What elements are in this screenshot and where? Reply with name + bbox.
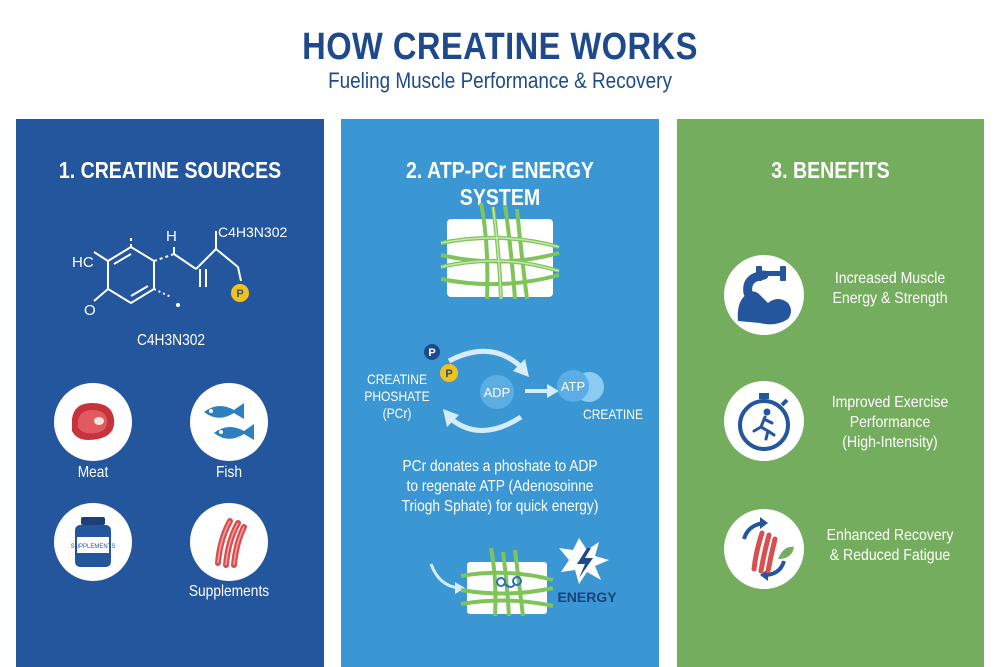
energy-description: PCr donates a phoshate to ADP to regenat… (363, 457, 636, 517)
page-title: HOW CREATINE WORKS (302, 26, 698, 68)
creatine-product-label: CREATINE (583, 406, 643, 422)
benefit-strength-line-1: Increased Muscle (834, 270, 946, 287)
atp-node (557, 370, 589, 402)
benefit-performance-line-3: (High-Intensity) (842, 434, 938, 451)
benefit-performance-line-2: Performance (849, 414, 931, 431)
muscle-fiber-bundle-icon (440, 203, 560, 300)
molecule-label-p: P (236, 288, 243, 300)
fish-source-circle (190, 383, 268, 461)
sources-title: 1. CREATINE SOURCES (58, 157, 282, 183)
adp-label: ADP (484, 385, 511, 400)
molecule-label-o: O (84, 302, 96, 319)
sources-panel: 1. CREATINE SOURCES P HC H O C4H3N302 C (16, 119, 324, 667)
cycle-arrow-bottom (449, 414, 523, 433)
benefits-panel: 3. BENEFITS Increased Muscle Energy & St… (677, 119, 984, 667)
energy-system-panel: 2. ATP-PCr ENERGY SYSTEM ADP (341, 119, 659, 667)
phosphate-dark-label: P (428, 347, 435, 359)
benefits-title: 3. BENEFITS (771, 157, 890, 183)
benefit-recovery-line-2: & Reduced Fatigue (829, 547, 951, 564)
fish-label: Fish (215, 464, 242, 481)
contracting-fiber-icon (460, 547, 554, 617)
cycle-arrow-top (447, 348, 523, 369)
molecule-label-h: H (166, 228, 177, 245)
pcr-label-line-2: PHOSHATE (364, 388, 430, 404)
supplement-jar-icon: SUPPLEMENTS (71, 517, 116, 567)
phosphate-marker (231, 284, 249, 302)
atp-label: ATP (561, 379, 585, 394)
creatine-molecule-diagram: P HC H O C4H3N302 (72, 224, 287, 319)
molecule-formula-top: C4H3N302 (218, 224, 287, 240)
supplements-label: Supplements (188, 583, 270, 600)
benefit-performance-line-1: Improved Exercise (831, 394, 949, 411)
adp-node (480, 375, 514, 409)
jar-label-text: SUPPLEMENTS (71, 544, 116, 550)
description-line-1: PCr donates a phoshate to ADP (402, 458, 598, 475)
benefit-recovery-text: Enhanced Recovery & Reduced Fatigue (806, 526, 973, 566)
energy-output-diagram: ENERGY (429, 538, 617, 617)
pcr-label-line-1: CREATINE (367, 371, 427, 387)
phosphate-yellow (440, 364, 458, 382)
molecule-label-hc: HC (72, 254, 94, 271)
benefit-performance-text: Improved Exercise Performance (High-Inte… (806, 393, 973, 453)
meat-icon (72, 403, 115, 440)
muscle-fiber-icon (215, 518, 247, 568)
benefit-strength-circle (724, 255, 804, 335)
fish-icon (204, 403, 254, 440)
flexed-arm-dumbbell-icon (737, 266, 791, 325)
description-line-3: Triogh Sphate) for quick energy) (401, 498, 599, 515)
recovery-muscle-icon (742, 517, 794, 581)
molecule-ring (107, 245, 155, 305)
benefit-strength-text: Increased Muscle Energy & Strength (806, 269, 973, 309)
benefit-recovery-circle (724, 509, 804, 589)
stopwatch-runner-icon (738, 393, 790, 451)
phosphate-yellow-label: P (445, 368, 452, 380)
energy-burst-icon (559, 538, 609, 584)
meat-label: Meat (77, 464, 109, 481)
description-line-2: to regenate ATP (Adenosoinne (406, 478, 594, 495)
atp-pcr-cycle-diagram: ADP ATP P P (424, 344, 604, 433)
pcr-label: CREATINE PHOSHATE (PCr) (357, 371, 436, 422)
supplement-jar-circle: SUPPLEMENTS (54, 503, 132, 581)
phosphate-dark (424, 344, 440, 360)
meat-source-circle (54, 383, 132, 461)
molecule-formula-bottom: C4H3N302 (136, 332, 206, 349)
energy-label: ENERGY (557, 589, 617, 605)
page-subtitle: Fueling Muscle Performance & Recovery (328, 68, 672, 93)
benefit-performance-circle (724, 381, 804, 461)
benefit-recovery-line-1: Enhanced Recovery (826, 527, 954, 544)
energy-system-title: 2. ATP-PCr ENERGY SYSTEM (406, 157, 594, 210)
supplements-source-circle (190, 503, 268, 581)
benefit-strength-line-2: Energy & Strength (832, 290, 948, 307)
pcr-label-line-3: (PCr) (382, 405, 412, 421)
